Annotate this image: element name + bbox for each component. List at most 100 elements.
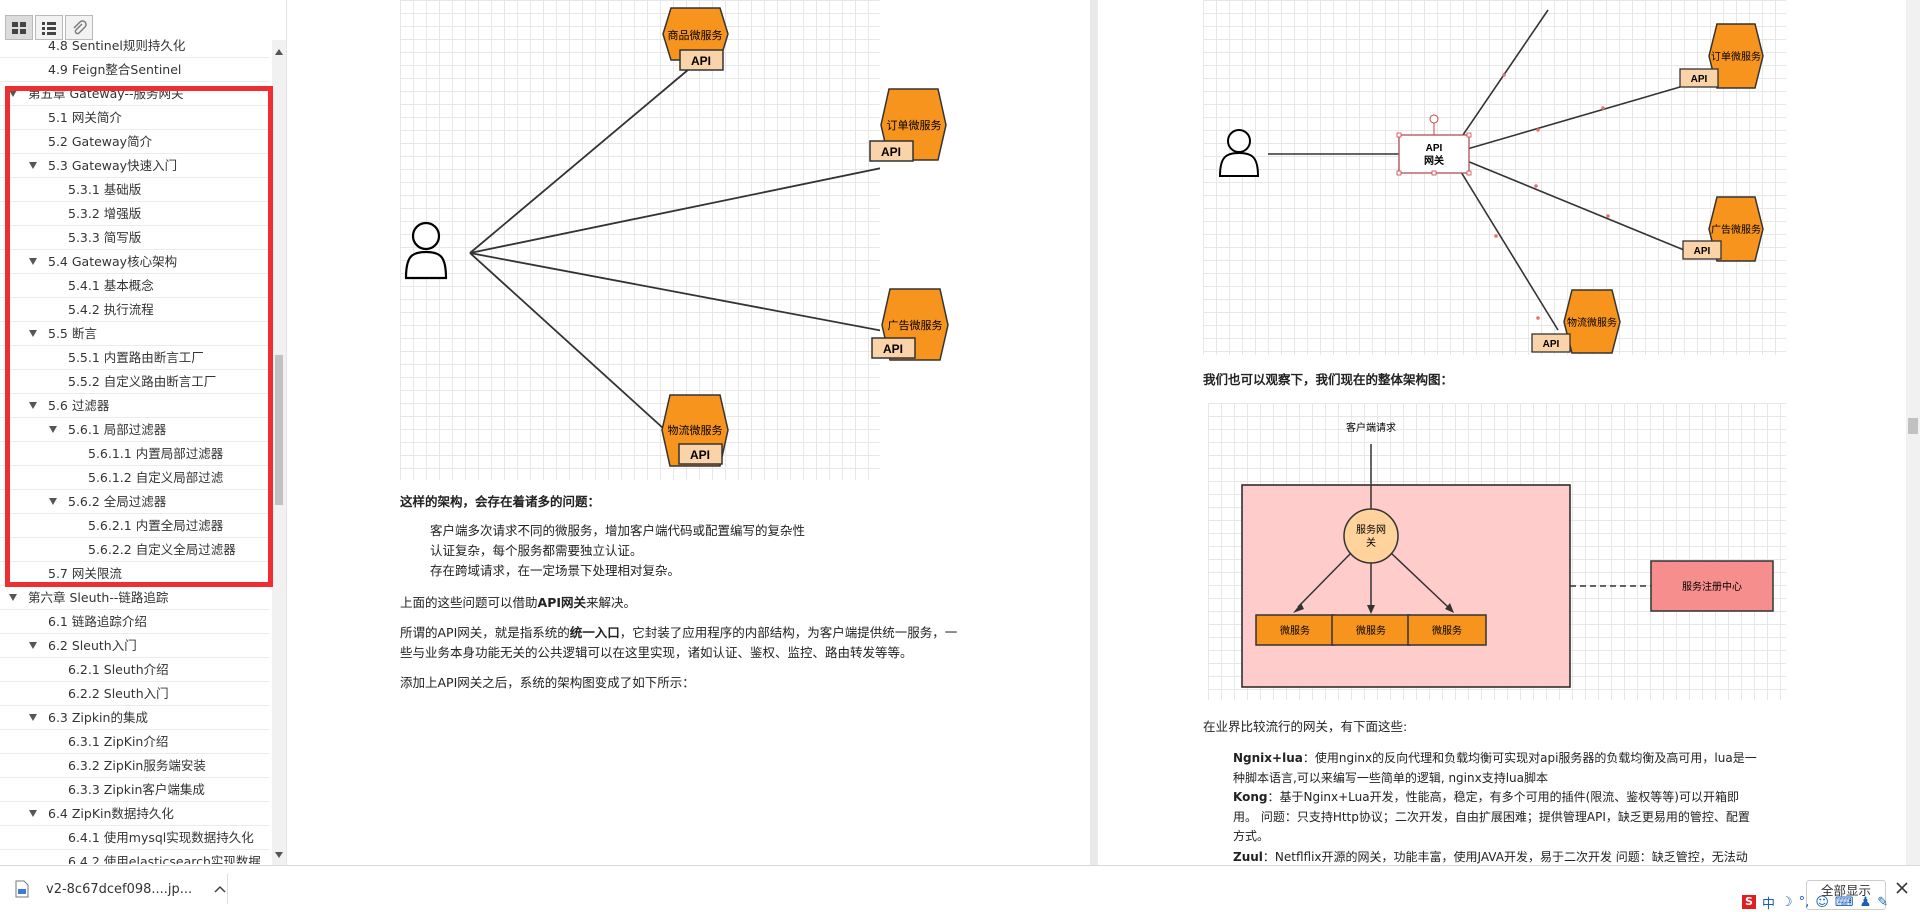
toc-item[interactable]: 第六章 Sleuth--链路追踪 [0,586,270,610]
tools-icon[interactable]: ✎ [1877,894,1889,910]
toc-item-label: 6.2.2 Sleuth入门 [68,686,169,701]
toc-item[interactable]: 6.4 ZipKin数据持久化 [0,802,270,826]
toc-item[interactable]: 5.3.1 基础版 [0,178,270,202]
outline-scrollbar[interactable] [272,40,286,865]
toc-item[interactable]: 5.3.3 简写版 [0,226,270,250]
toc-item-label: 5.3 Gateway快速入门 [48,158,178,173]
toc-item[interactable]: 5.4.2 执行流程 [0,298,270,322]
expand-triangle-icon[interactable] [29,402,37,409]
service-label: 商品微服务 [668,28,723,42]
microservice-box [1407,614,1487,646]
toc-item-label: 5.6.2 全局过滤器 [68,494,167,509]
thumbnails-tab[interactable] [5,15,33,40]
service-label: 物流微服务 [1567,316,1617,329]
scroll-down-arrow-icon[interactable] [275,852,283,858]
expand-triangle-icon[interactable] [29,330,37,337]
toc-item[interactable]: 5.6.1.1 内置局部过滤器 [0,442,270,466]
bold-span: API网关 [537,595,587,610]
document-viewer[interactable]: 商品微服务 API 订单微服务 API 广告微服务 API 物流微服务 API [288,0,1906,865]
toc-item-label: 6.2 Sleuth入门 [48,638,137,653]
toc-item[interactable]: 6.3.3 Zipkin客户端集成 [0,778,270,802]
problem-item: 存在跨域请求，在一定场景下处理相对复杂。 [430,563,681,578]
toc-item[interactable]: 5.3 Gateway快速入门 [0,154,270,178]
toc-item[interactable]: 5.6.1.2 自定义局部过滤 [0,466,270,490]
outline-scrollbar-thumb[interactable] [275,355,283,505]
text-span: 上面的这些问题可以借助 [400,595,538,610]
gateway-entry-zuul: Zuul：Netflflix开源的网关，功能丰富，使用JAVA开发，易于二次开发… [1233,848,1803,868]
document-scrollbar-thumb[interactable] [1908,418,1918,434]
toc-item-label: 5.3.2 增强版 [68,206,142,221]
toc-item-label: 5.6.1 局部过滤器 [68,422,167,437]
expand-triangle-icon[interactable] [9,594,17,601]
attachments-tab[interactable] [65,15,93,40]
page-right: API 网关 订单微服务 API 广告微服务 API 物流微服务 API [1098,0,1906,865]
emoji-icon[interactable]: ☺ [1815,894,1829,910]
toc-item[interactable]: 5.4 Gateway核心架构 [0,250,270,274]
toc-item-label: 5.5 断言 [48,326,97,341]
microservice-label: 微服务 [1356,624,1386,637]
toc-item-label: 4.8 Sentinel规则持久化 [48,38,186,53]
expand-triangle-icon[interactable] [49,498,57,505]
gateway-desc: 种脚本语言,可以来编写一些简单的逻辑, nginx支持lua脚本 [1233,770,1549,785]
toc-item[interactable]: 5.6.2.2 自定义全局过滤器 [0,538,270,562]
chevron-up-icon[interactable] [214,884,226,894]
gateway-name: Ngnix+lua [1233,751,1303,765]
service-label: 订单微服务 [1711,50,1761,63]
toc-item[interactable]: 5.5.2 自定义路由断言工厂 [0,370,270,394]
service-registry-box [1650,560,1774,612]
toc-item[interactable]: 6.2 Sleuth入门 [0,634,270,658]
service-label: 物流微服务 [668,423,723,437]
service-gateway-node [1343,508,1399,564]
toc-item[interactable]: 6.3.2 ZipKin服务端安装 [0,754,270,778]
paragraph-api-gateway-solution: 上面的这些问题可以借助API网关来解决。 [400,593,636,613]
toc-item[interactable]: 6.1 链路追踪介绍 [0,610,270,634]
toc-item[interactable]: 5.6.1 局部过滤器 [0,418,270,442]
download-item[interactable]: v2-8c67dcef098....jp... [14,874,228,904]
expand-triangle-icon[interactable] [29,642,37,649]
expand-triangle-icon[interactable] [29,162,37,169]
expand-triangle-icon[interactable] [29,258,37,265]
toc-item[interactable]: 5.1 网关简介 [0,106,270,130]
service-label: 广告微服务 [888,318,943,332]
toc-item[interactable]: 6.4.2 使用elasticsearch实现数据 [0,850,270,864]
toc-item[interactable]: 第五章 Gateway--服务网关 [0,82,270,106]
punctuation-icon[interactable]: °, [1798,894,1810,910]
toc-item[interactable]: 5.5.1 内置路由断言工厂 [0,346,270,370]
document-scrollbar[interactable] [1906,0,1920,865]
toc-item[interactable]: 6.4.1 使用mysql实现数据持久化 [0,826,270,850]
toc-item[interactable]: 6.2.1 Sleuth介绍 [0,658,270,682]
toc-item[interactable]: 5.3.2 增强版 [0,202,270,226]
keyboard-icon[interactable]: ⌨ [1834,894,1854,910]
toc-item-label: 6.3.1 ZipKin介绍 [68,734,169,749]
ime-language-indicator[interactable]: 中 [1762,896,1776,912]
expand-triangle-icon[interactable] [49,426,57,433]
scroll-up-arrow-icon[interactable] [275,49,283,55]
close-icon[interactable] [1896,882,1908,894]
download-bar: v2-8c67dcef098....jp... 全部显示 [0,865,1920,910]
show-all-downloads-button[interactable]: 全部显示 [1806,880,1886,910]
moon-icon[interactable]: ☽ [1781,894,1793,910]
expand-triangle-icon[interactable] [9,90,17,97]
toc-item[interactable]: 4.9 Feign整合Sentinel [0,58,270,82]
toc-item-label: 5.6.1.2 自定义局部过滤 [88,470,224,485]
toc-item-label: 5.6.2.1 内置全局过滤器 [88,518,224,533]
outline-tab[interactable] [35,15,63,40]
thumbnails-icon [12,21,26,34]
user-icon[interactable]: ♟ [1859,894,1872,910]
gateway-entry-kong: Kong：基于Nginx+Lua开发，性能高，稳定，有多个可用的插件(限流、鉴权… [1233,788,1803,847]
paragraph-api-gateway-definition-line2: 些与业务本身功能无关的公共逻辑可以在这里实现，诸如认证、鉴权、监控、路由转发等等… [400,645,913,660]
toc-item[interactable]: 5.6 过滤器 [0,394,270,418]
toc-item[interactable]: 4.8 Sentinel规则持久化 [0,34,270,58]
input-method-logo-icon[interactable]: S [1742,895,1756,909]
toc-item[interactable]: 5.6.2.1 内置全局过滤器 [0,514,270,538]
toc-item[interactable]: 6.2.2 Sleuth入门 [0,682,270,706]
toc-item[interactable]: 5.2 Gateway简介 [0,130,270,154]
expand-triangle-icon[interactable] [29,810,37,817]
toc-item[interactable]: 5.4.1 基本概念 [0,274,270,298]
toc-item[interactable]: 6.3 Zipkin的集成 [0,706,270,730]
toc-item[interactable]: 5.7 网关限流 [0,562,270,586]
toc-item[interactable]: 5.5 断言 [0,322,270,346]
toc-item[interactable]: 6.3.1 ZipKin介绍 [0,730,270,754]
expand-triangle-icon[interactable] [29,714,37,721]
toc-item[interactable]: 5.6.2 全局过滤器 [0,490,270,514]
